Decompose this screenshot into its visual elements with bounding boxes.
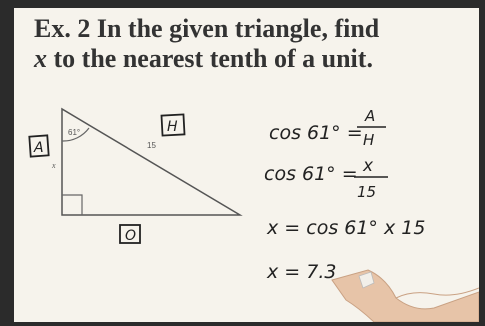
work-line1-num: A: [364, 107, 375, 125]
label-o: O: [125, 228, 136, 244]
work-line1-den: H: [363, 131, 374, 149]
work-line2-left: cos 61° =: [264, 163, 358, 185]
hypotenuse-label: 15: [147, 141, 156, 150]
box-hypotenuse: [160, 113, 186, 137]
whiteboard: Ex. 2 In the given triangle, find x to t…: [14, 8, 479, 322]
label-h: H: [167, 119, 178, 135]
problem-title: Ex. 2 In the given triangle, find x to t…: [34, 14, 379, 74]
work-line2-den: 15: [357, 183, 376, 201]
work-line4: x = 7.3: [266, 261, 336, 283]
box-adjacent: [28, 134, 50, 158]
work-line1-left: cos 61° =: [269, 122, 363, 144]
work-line2-num: x: [362, 156, 374, 176]
work-line3: x = cos 61° x 15: [266, 217, 425, 239]
hand: [331, 269, 479, 322]
angle-label: 61°: [68, 128, 80, 137]
right-triangle: [61, 107, 243, 216]
title-line-2: x to the nearest tenth of a unit.: [34, 44, 379, 74]
angle-arc: [61, 127, 90, 142]
right-angle-marker: [62, 194, 83, 215]
title-line-1: Ex. 2 In the given triangle, find: [34, 14, 380, 43]
label-a: A: [33, 140, 44, 156]
side-x-label: x: [51, 161, 56, 170]
box-opposite: [119, 224, 141, 244]
title-variable: x: [34, 44, 47, 73]
title-line-2-text: to the nearest tenth of a unit.: [47, 44, 373, 73]
triangle-diagram: A H O 61° 15 x cos 61° = A H cos 61° = x…: [28, 107, 479, 322]
